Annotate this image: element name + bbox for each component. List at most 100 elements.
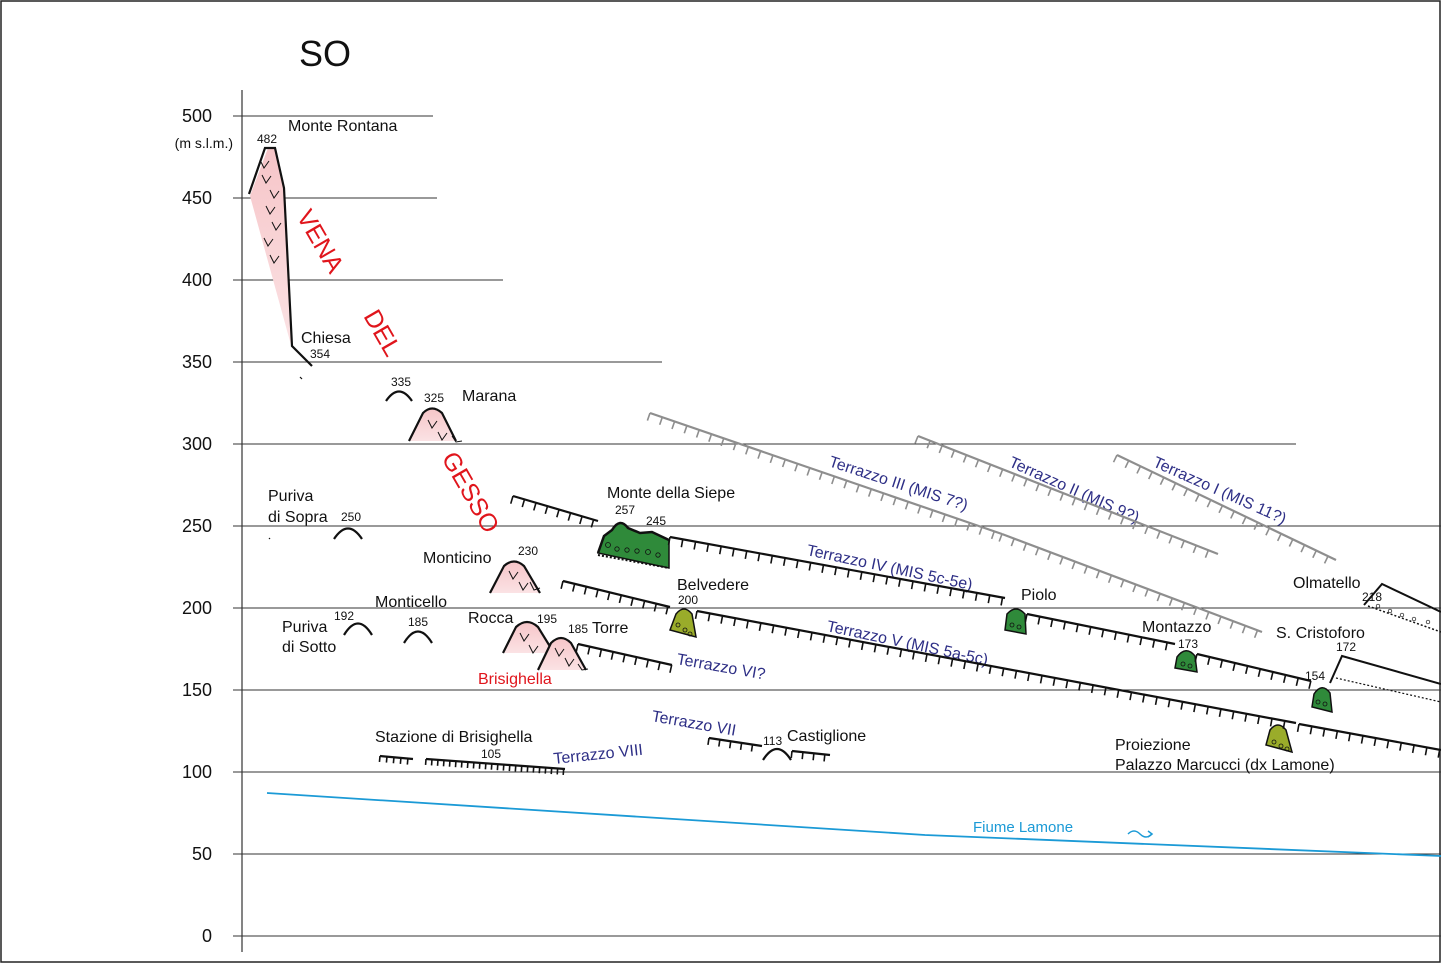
label-fiume: Fiume Lamone: [973, 819, 1073, 836]
direction-label: SO: [299, 33, 351, 74]
elev-siepe-a: 257: [615, 503, 635, 517]
peak-castiglione: [762, 747, 792, 761]
gravel-symbols-belvedere: [675, 622, 693, 637]
torre-profile: [537, 636, 587, 671]
gypsum-wedge: [250, 148, 291, 345]
terrace-4a-surface: [509, 494, 599, 528]
river-line: [266, 792, 1441, 857]
label-puriva-sopra-2: di Sopra: [268, 509, 328, 526]
terrace-5a-surface: [560, 579, 671, 615]
gravel-symbols-piolo: [1009, 622, 1022, 630]
gravel-symbols-marcucci: [1271, 739, 1290, 752]
label-proiezione-2: Palazzo Marcucci (dx Lamone): [1115, 757, 1335, 774]
s-cristoforo-profile: [1329, 654, 1441, 685]
label-s-cristoforo: S. Cristoforo: [1276, 625, 1365, 642]
terrace-1-surface: [1112, 454, 1337, 564]
elev-chiesa: 354: [310, 347, 330, 361]
elev-siepe-b: 245: [646, 514, 666, 528]
label-terrazzo-4: Terrazzo IV (MIS 5c-5e): [805, 542, 974, 594]
label-proiezione-1: Proiezione: [1115, 737, 1191, 754]
rocca-profile: [502, 620, 555, 654]
y-axis-labels: 500 (m s.l.m.) 450 400 350 300 250 200 1…: [175, 106, 233, 946]
tick-0: 0: [202, 926, 212, 946]
tick-250: 250: [182, 516, 212, 536]
peak-335: [385, 390, 413, 402]
piolo-deposit: [1004, 608, 1027, 635]
label-terrazzo-3: Terrazzo III (MIS 7?): [827, 454, 970, 515]
terrace-6-surface: [575, 642, 673, 673]
flow-arrow-icon: [1127, 830, 1154, 838]
monte-siepe-profile: [596, 521, 670, 554]
tick-100: 100: [182, 762, 212, 782]
tick-500: 500: [182, 106, 212, 126]
tick-350: 350: [182, 352, 212, 372]
elev-marana: 325: [424, 391, 444, 405]
label-montazzo: Montazzo: [1142, 619, 1211, 636]
gravel-symbols-montazzo: [1180, 661, 1193, 669]
elev-montazzo: 173: [1178, 637, 1198, 651]
olmatello-profile: [1363, 582, 1441, 613]
tick-450: 450: [182, 188, 212, 208]
label-belvedere: Belvedere: [677, 577, 749, 594]
label-monticello: Monticello: [375, 594, 447, 611]
label-chiesa: Chiesa: [301, 330, 351, 347]
olmatello-base: [1367, 605, 1441, 633]
elev-castiglione: 113: [763, 734, 782, 748]
gypsum-symbols-monticino: [508, 570, 541, 591]
elev-rocca: 195: [537, 612, 557, 626]
terrace-5b-surface: [694, 609, 1297, 729]
label-puriva-sotto-2: di Sotto: [282, 639, 336, 656]
label-piolo: Piolo: [1021, 587, 1057, 604]
gravel-symbols-siepe: [605, 542, 661, 558]
label-olmatello: Olmatello: [1293, 575, 1361, 592]
label-brisighella: Brisighella: [478, 671, 552, 688]
elev-olmatello: 218: [1362, 590, 1382, 604]
tick-50: 50: [192, 844, 212, 864]
gravel-symbols-154: [1315, 699, 1328, 707]
marcucci-deposit: [1265, 724, 1294, 754]
terrace-8a-surface: [378, 754, 414, 765]
monte-rontana-profile: [247, 146, 313, 367]
elev-monticino: 230: [518, 544, 538, 558]
peak-puriva-sotto: [343, 622, 373, 636]
tick-300: 300: [182, 434, 212, 454]
label-marana: Marana: [462, 388, 516, 405]
label-puriva-sopra-1: Puriva: [268, 488, 313, 505]
belvedere-deposit: [669, 608, 697, 639]
siepe-base: [597, 554, 670, 569]
label-terrazzo-6: Terrazzo VI?: [675, 651, 767, 683]
label-terrazzo-7: Terrazzo VII: [650, 708, 737, 740]
marana-profile: [408, 407, 457, 442]
elev-belvedere: 200: [678, 593, 698, 607]
terrace-5c-surface: [1296, 722, 1441, 758]
tick-400: 400: [182, 270, 212, 290]
label-monte-rontana: Monte Rontana: [288, 118, 398, 135]
monticino-profile: [489, 560, 541, 594]
tick-200: 200: [182, 598, 212, 618]
terrace-7-surface: [707, 736, 763, 752]
formation-del: DEL: [358, 305, 407, 361]
elev-torre: 185: [568, 622, 588, 636]
formation-vena: VENA: [291, 205, 349, 278]
label-terrazzo-8: Terrazzo VIII: [553, 742, 644, 768]
terrace-surfaces: [378, 411, 1441, 775]
tick-150: 150: [182, 680, 212, 700]
tick-mark: [299, 376, 303, 380]
peak-monticello: [403, 630, 433, 644]
label-castiglione: Castiglione: [787, 728, 866, 745]
gravel-symbols-olmatello: [1375, 603, 1431, 625]
elev-stazione: 105: [481, 747, 501, 761]
terrace-4b-surface: [667, 535, 1006, 606]
gypsum-symbols-rontana: [259, 159, 282, 264]
label-torre: Torre: [592, 620, 629, 637]
terrace-7b-surface: [790, 749, 831, 762]
peak-puriva-sopra: [333, 527, 363, 540]
elev-335: 335: [391, 375, 411, 389]
elev-s-cristoforo: 172: [1336, 640, 1356, 654]
terrace-2-surface: [914, 434, 1219, 558]
elev-puriva-sotto: 192: [334, 609, 354, 623]
terrace-3b-surface: [998, 532, 1263, 639]
